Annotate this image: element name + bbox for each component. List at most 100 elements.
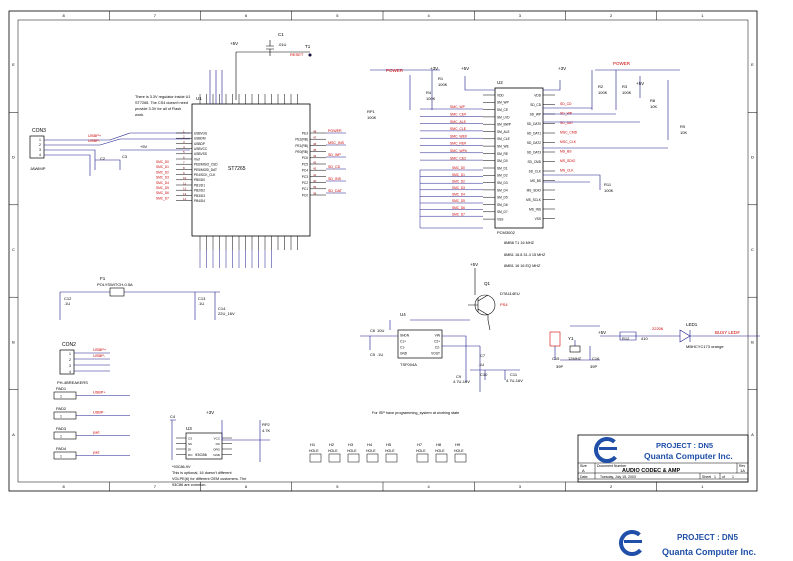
c5-val: .1U — [377, 352, 383, 357]
u4-wires — [360, 319, 481, 392]
u2-right-pins: VDDSD_CDSD_WPSD_DAT0SD_DAT1SD_DAT2SD_DAT… — [526, 93, 555, 221]
u1-right-pin-name: PC0 — [302, 193, 308, 197]
hole-box — [435, 453, 448, 463]
c16-ref: C16 — [592, 356, 600, 361]
u1-left-pin-name: USBDP — [194, 142, 205, 146]
u2-left-pin-name: SM_BWP — [497, 123, 511, 127]
u2-left-pin-name: SM_WE — [497, 145, 509, 149]
u1-right-net-label: SD_DAT — [328, 189, 343, 193]
con2-wires — [74, 352, 110, 372]
con3-pin-number: 1 — [39, 138, 41, 142]
u1-left-pin-name: USBDM — [194, 137, 206, 141]
u1-left-net-label: SMC_D5 — [156, 186, 169, 190]
border-letter-right: A — [751, 432, 754, 437]
u1-left-pins: USBVUS1USBDM2USBDP3USBVCC4USBVSS5Vref6PE… — [176, 129, 218, 203]
u2-right-pin-name: SD_DAT1 — [527, 131, 541, 135]
hole-label: HOLE — [328, 449, 338, 453]
u2-left-pin-name: SM_D5 — [497, 196, 508, 200]
hole-label: HOLE — [309, 449, 319, 453]
u4-chip: U4 TSF004A — [397, 312, 443, 367]
u4-left-pin-name: GND — [400, 351, 408, 355]
hole-box — [309, 453, 322, 463]
pad-net: USBP+ — [93, 391, 106, 395]
title-sheet: 1 — [714, 475, 716, 479]
pad-box — [53, 411, 77, 420]
u2-right-net-label: MS_SDIO — [560, 159, 576, 163]
con3-pin-number: 4 — [39, 153, 41, 157]
u1-bottom-pins — [199, 236, 298, 268]
note-regulator-3: provide 3.3V for all of Flash — [135, 107, 181, 111]
pad-pin: 1 — [60, 415, 62, 419]
u2-left-net-label: SMC_WP# — [450, 149, 467, 153]
u1-right-pin-number: 43 — [313, 160, 317, 164]
pad-box — [53, 451, 77, 460]
con2-pin-number: 1 — [69, 352, 71, 356]
u1-right-pin-number: 44 — [313, 154, 317, 158]
u4-right-pin-name: C2- — [435, 345, 440, 349]
u1-right-pin-number: 46 — [313, 142, 317, 146]
c16-val: 39P — [590, 364, 597, 369]
u2-right-pin-name: SD_WP — [530, 112, 541, 116]
u1-right-pin-number: 40 — [313, 179, 317, 183]
border-number-bottom: 1 — [701, 484, 704, 489]
con2-pin-number: 4 — [69, 370, 71, 374]
u1-ref: U1 — [196, 96, 202, 101]
u1-left-net-label: SMC_D3 — [156, 176, 169, 180]
u2-data-net-label: SMC_D4 — [452, 193, 465, 197]
border-number-bottom: 3 — [519, 484, 522, 489]
u1-left-net-label: SMC_D1 — [156, 165, 169, 169]
u2-left-pin-name: SM_D7 — [497, 210, 508, 214]
hole-ref: H2 — [329, 442, 335, 447]
u3-wires — [170, 419, 270, 462]
u2-right-pin-name: MS_SDIO — [527, 188, 542, 192]
border-number-top: 2 — [610, 13, 613, 18]
c9-ref: C9 — [456, 374, 462, 379]
u1-left-pin-number: 13 — [183, 192, 187, 196]
u4-left-pin-name: SHDN — [400, 333, 410, 337]
u2-left-pin-name: SM_CE — [497, 108, 508, 112]
con3-pin-number: 3 — [39, 148, 41, 152]
u3-left-pin-name: DI — [188, 447, 191, 451]
u3-right-pin-name: ORG — [213, 447, 221, 451]
r8-ref: R8 — [650, 98, 656, 103]
u1-right-net-label: SD_CD — [328, 165, 341, 169]
t1-ref: T1 — [305, 44, 311, 49]
u2-left-net-label: SMC_WE# — [450, 134, 467, 138]
c1-val: .01U — [278, 42, 287, 47]
pad-ref: PAD1 — [56, 386, 67, 391]
u1-left-pin-number: 3 — [183, 140, 185, 144]
u1-left-pin-number: 12 — [183, 187, 187, 191]
u2-left-net-label: SMC_CE# — [450, 113, 466, 117]
con2-ref: CON2 — [62, 342, 76, 348]
u2-right-net-label: SD_WP — [560, 112, 573, 116]
u2-right-nets: SD_CDSD_WPSD_DATMSC_CMDMSC_CLKMS_BSMS_SD… — [560, 102, 578, 173]
c11-val: 4.7U-16V — [506, 378, 523, 383]
border-letter-left: E — [12, 62, 15, 67]
r11-ref: R11 — [604, 182, 612, 187]
u2-left-nets: SMC_WPSMC_CE#SMC_ALESMC_CLESMC_WE#SMC_RE… — [419, 105, 483, 229]
c9-val: 4.7U-16V — [453, 379, 470, 384]
hole-box — [454, 453, 467, 463]
u2-data-net-label: SMC_D6 — [452, 206, 465, 210]
u2-right-pin-name: MS_BS — [530, 179, 541, 183]
title-project: PROJECT : DN5 — [656, 441, 713, 450]
r3-val: 100K — [622, 90, 632, 95]
hole-ref: H8 — [436, 442, 442, 447]
u2-left-pins: VDDSM_WPSM_CESM_LVDSM_BWPSM_ALESM_CLESM_… — [483, 93, 511, 222]
u2-data-net-label: SMC_D0 — [452, 166, 465, 170]
u1-left-net-label: SMC_D2 — [156, 170, 169, 174]
u2-left-pin-name: SM_ALE — [497, 130, 510, 134]
u1-left-pin-number: 5 — [183, 150, 185, 154]
u2-ref: U2 — [497, 80, 503, 85]
u2-left-pin-name: SM_RE — [497, 152, 508, 156]
u1-left-pin-name: PB0/D0 — [194, 178, 205, 182]
u1-left-pin-number: 11 — [183, 181, 186, 185]
u1-left-pin-name: Vref — [194, 157, 200, 161]
u2-right-pin-name: SD_DAT3 — [527, 150, 541, 154]
led-val: MBHCYC173 orange — [686, 344, 724, 349]
border-letter-left: C — [12, 247, 15, 252]
note-eeprom-2: This is optional, 16 doesn't different — [172, 471, 232, 475]
